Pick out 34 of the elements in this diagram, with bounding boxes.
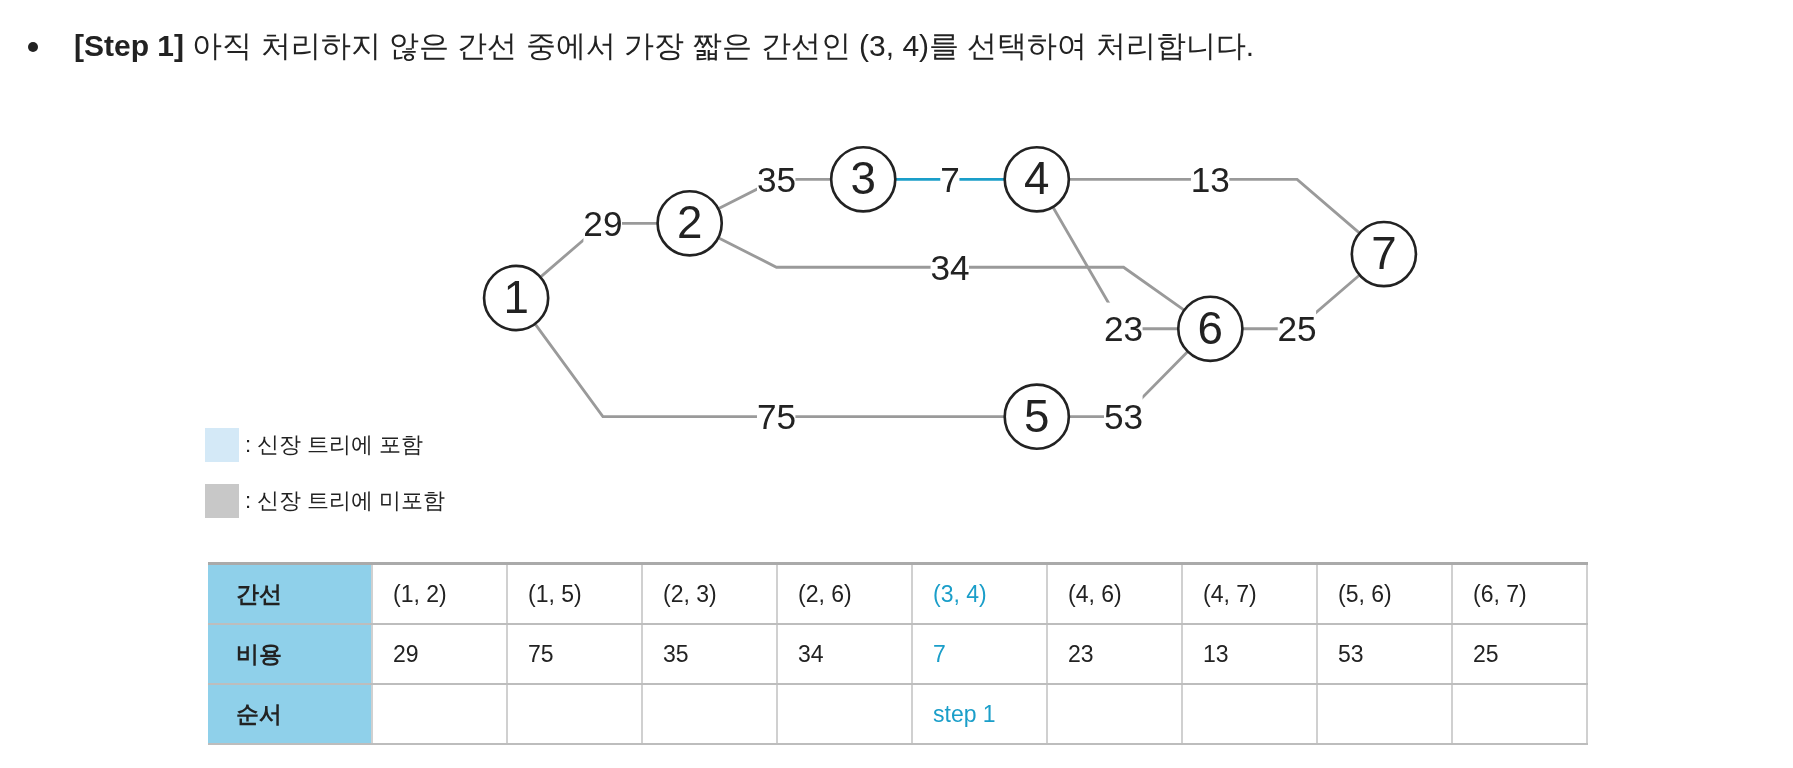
row-header: 순서 [208,684,372,744]
cost-value: 29 [393,640,419,667]
vertex-circle: 7 [1350,220,1418,288]
row-header: 간선 [208,563,372,624]
vertex-circle: 1 [482,264,550,332]
edge-pair-text: (4, 7) [1203,580,1257,607]
edge-pair-text: (2, 3) [663,580,717,607]
vertex-circle: 3 [829,145,897,213]
cost-value: 25 [1473,640,1499,667]
vertex-circle: 2 [656,189,724,257]
cost-value: 34 [798,640,824,667]
edge-pair-text: (3, 4) [933,580,987,607]
edge-pair-text: (6, 7) [1473,580,1527,607]
edge-line [717,236,1185,312]
cost-value: 53 [1338,640,1364,667]
legend-text: : 신장 트리에 미포함 [245,487,446,515]
row-header: 비용 [208,624,372,684]
cost-value: 7 [933,640,946,667]
vertex-circle: 4 [1003,145,1071,213]
edge-pair-text: (2, 6) [798,580,852,607]
edge-pair-text: (1, 5) [528,580,582,607]
cost-value: 35 [663,640,689,667]
title-text: [Step 1] 아직 처리하지 않은 간선 중에서 가장 짧은 간선인 (3, 4)를 선택하여 처리합니다. [74,28,1255,64]
edge-line [533,323,1005,419]
edge-pair-text: (1, 2) [393,580,447,607]
edge-pair-text: (5, 6) [1338,580,1392,607]
cost-value: 23 [1068,640,1094,667]
order-value: step 1 [933,700,996,727]
cost-value: 13 [1203,640,1229,667]
vertex-circle: 5 [1003,383,1071,451]
cost-value: 75 [528,640,554,667]
legend-text: : 신장 트리에 포함 [245,431,424,459]
vertex-circle: 6 [1176,295,1244,363]
edge-pair-text: (4, 6) [1068,580,1122,607]
